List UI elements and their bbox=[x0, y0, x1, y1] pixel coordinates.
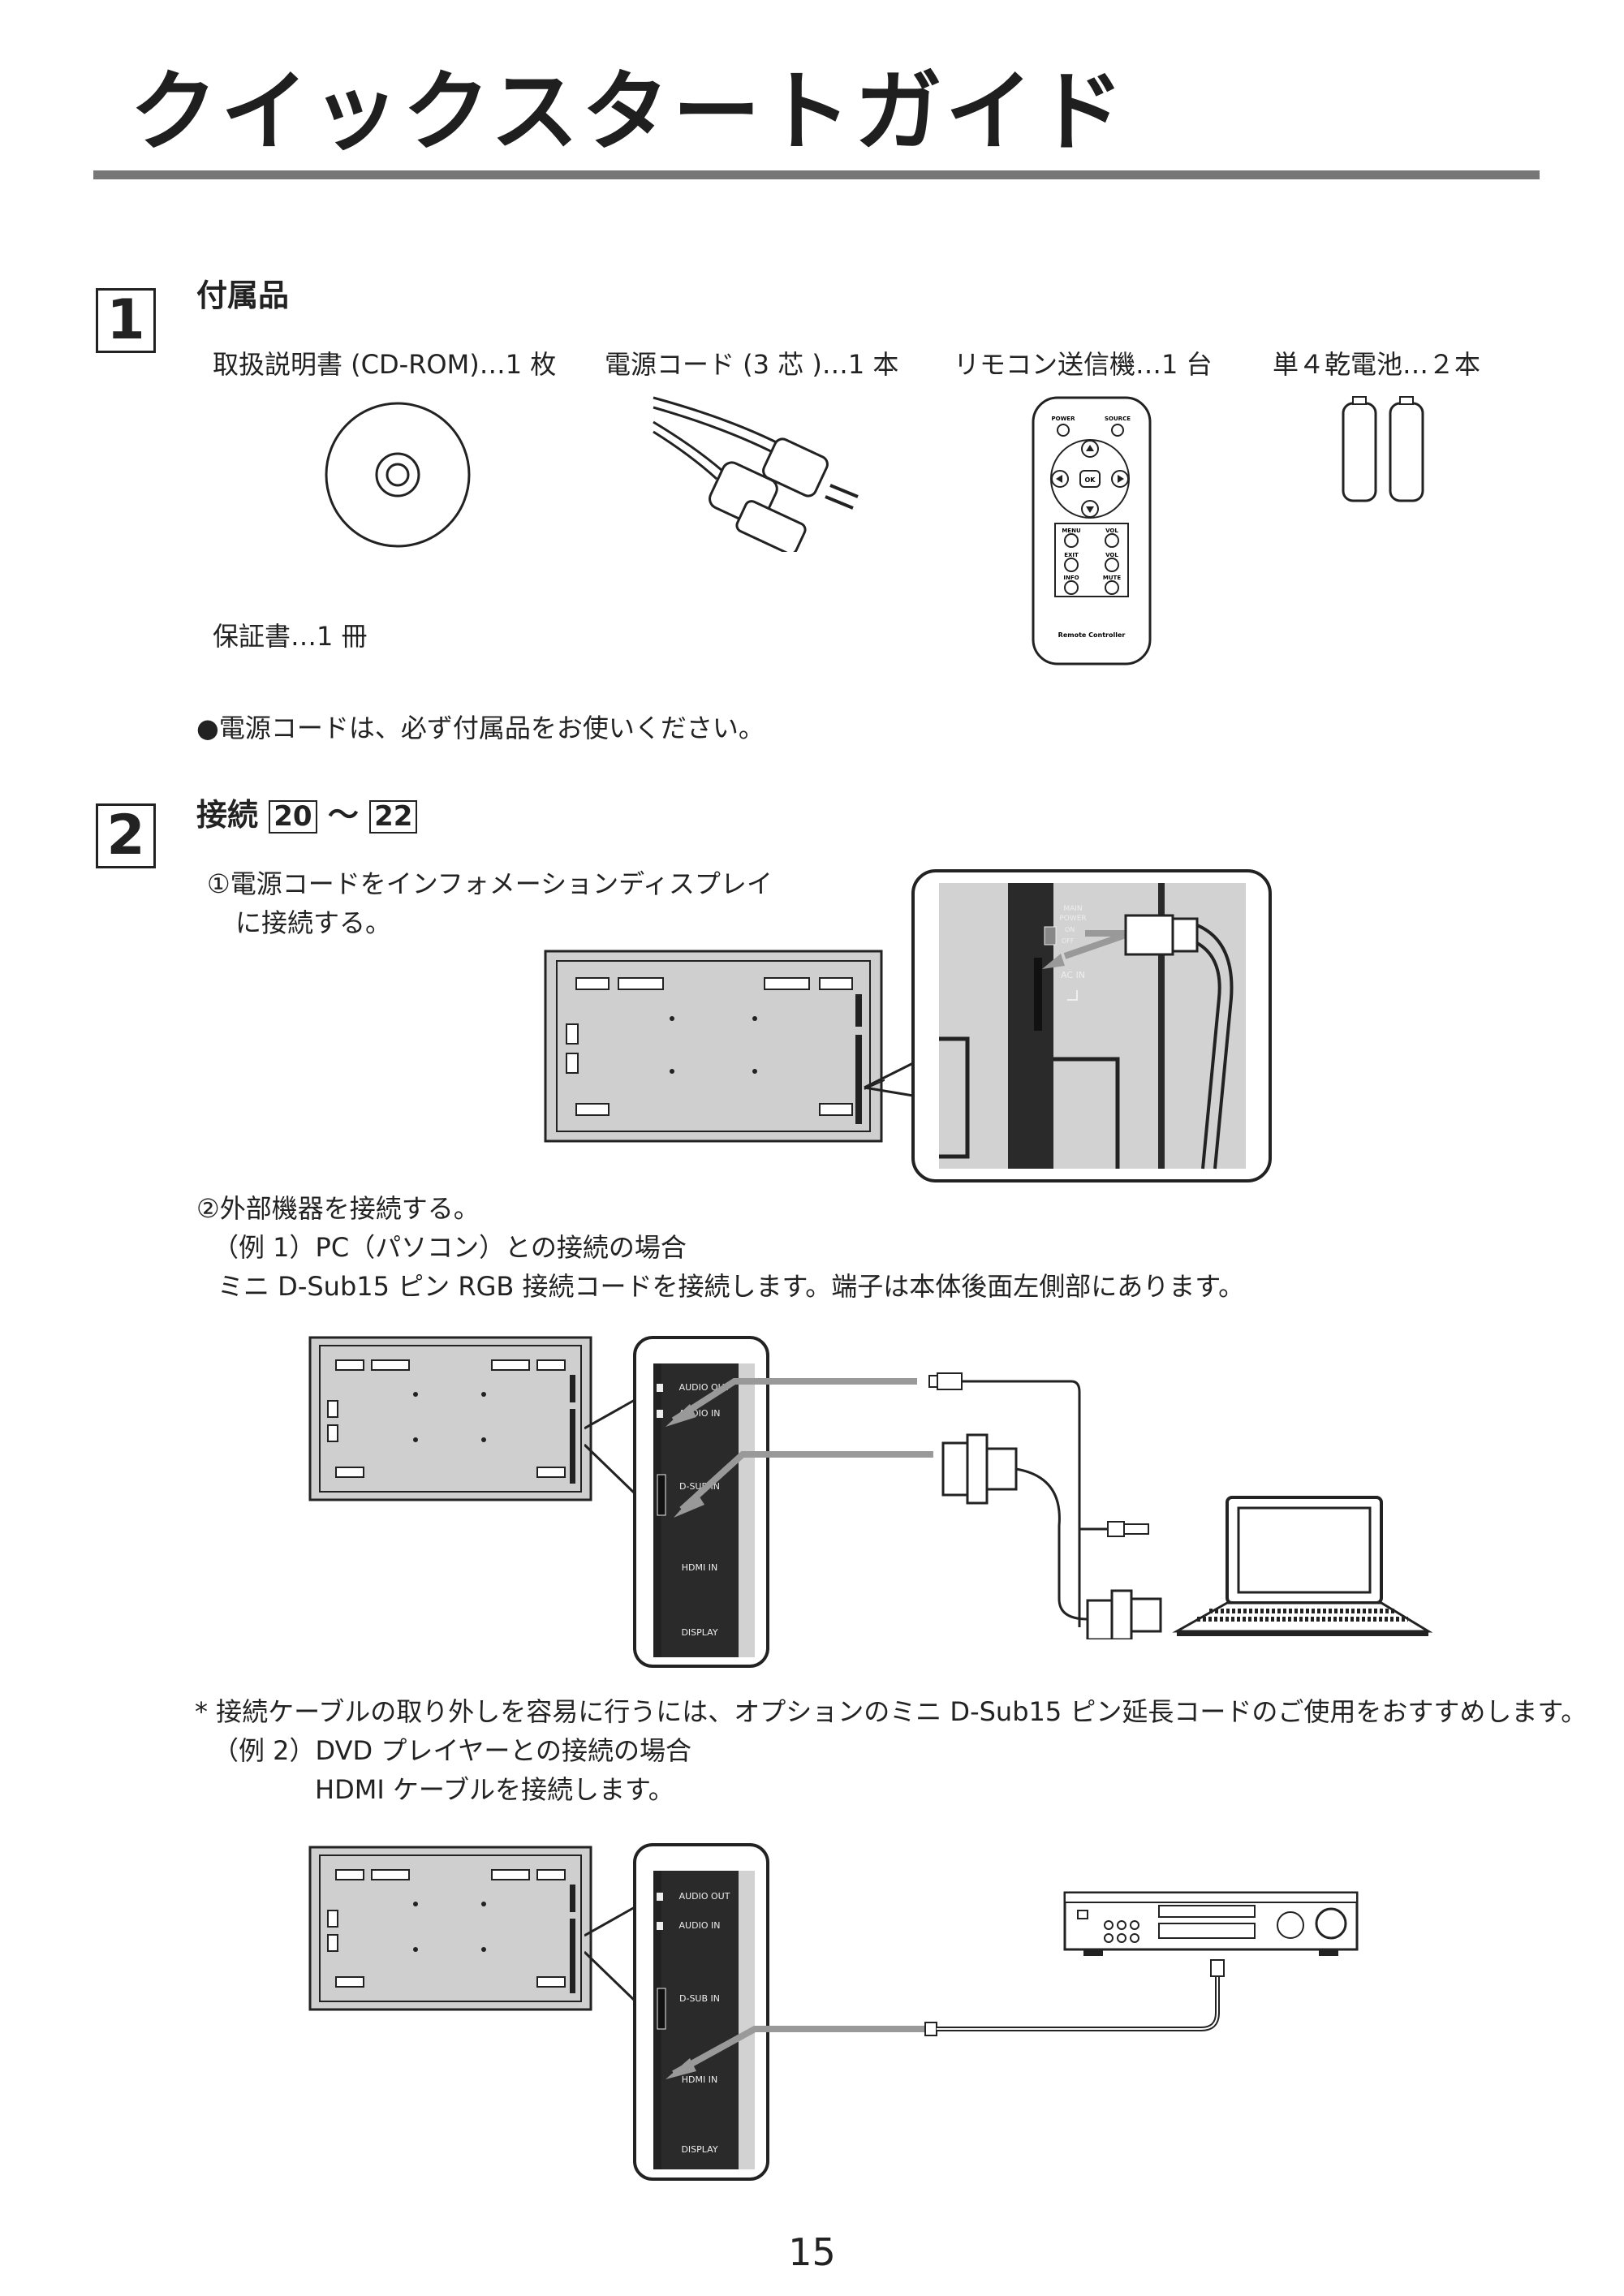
remote-name-label: Remote Controller bbox=[1058, 631, 1126, 639]
remote-vol-label-2: VOL bbox=[1105, 552, 1118, 558]
remote-mute-label: MUTE bbox=[1103, 575, 1121, 581]
page-ref-start: 20 bbox=[269, 800, 317, 834]
step-2-heading-text: 接続 bbox=[196, 797, 259, 833]
remote-exit-label: EXIT bbox=[1064, 552, 1079, 558]
extension-cord-footnote: * 接続ケーブルの取り外しを容易に行うには、オプションのミニ D-Sub15 ピ… bbox=[195, 1696, 1587, 1727]
port-panel-dvd-callout: AUDIO OUT AUDIO IN D-SUB IN HDMI IN DISP… bbox=[584, 1843, 769, 2181]
remote-source-button bbox=[1111, 424, 1124, 437]
callout-pointer bbox=[864, 1062, 914, 1097]
page-ref-separator: ～ bbox=[327, 797, 359, 833]
dvd-connection-cables bbox=[666, 1891, 1359, 2079]
port-hdmi-in-label: HDMI IN bbox=[682, 1562, 717, 1573]
page-ref-end: 22 bbox=[369, 800, 418, 834]
ac-in-zoom-callout: MAIN POWER ON OFF AC IN bbox=[911, 869, 1272, 1182]
switch-off-label: OFF bbox=[1062, 937, 1075, 945]
switch-on-label: ON bbox=[1065, 926, 1075, 933]
port-hdmi-in-label-2: HDMI IN bbox=[682, 2074, 717, 2085]
accessory-remote-label: リモコン送信機…1 台 bbox=[954, 349, 1213, 380]
connect-power-instruction-1: ①電源コードをインフォメーションディスプレイ bbox=[207, 868, 773, 899]
display-rear-power-diagram bbox=[544, 950, 885, 1143]
example-2-heading: （例 2）DVD プレイヤーとの接続の場合 bbox=[213, 1735, 692, 1766]
example-1-heading: （例 1）PC（パソコン）との接続の場合 bbox=[213, 1232, 687, 1263]
warranty-label: 保証書…1 冊 bbox=[213, 621, 368, 652]
remote-vol-label: VOL bbox=[1105, 528, 1118, 534]
main-power-label-1: MAIN bbox=[1063, 905, 1082, 913]
example-1-description: ミニ D-Sub15 ピン RGB 接続コードを接続します。端子は本体後面左側部… bbox=[218, 1271, 1245, 1302]
remote-controller-icon: POWER SOURCE OK MENU VOL EXIT VOL INFO M… bbox=[1032, 396, 1152, 666]
step-1-badge: 1 bbox=[96, 288, 156, 353]
display-rear-pc-diagram bbox=[308, 1336, 592, 1501]
power-cord-icon bbox=[653, 396, 859, 552]
example-2-description: HDMI ケーブルを接続します。 bbox=[315, 1774, 674, 1805]
port-audio-out-label-2: AUDIO OUT bbox=[679, 1891, 730, 1902]
port-audio-in-label-2: AUDIO IN bbox=[679, 1920, 721, 1931]
title-divider bbox=[93, 170, 1540, 179]
connect-power-instruction-2: に接続する。 bbox=[235, 907, 392, 938]
pc-connection-cables bbox=[666, 1372, 1433, 1639]
power-cord-note: ●電源コードは、必ず付属品をお使いください。 bbox=[196, 713, 765, 743]
main-power-label-2: POWER bbox=[1059, 915, 1086, 923]
remote-source-label: SOURCE bbox=[1105, 416, 1131, 422]
connect-external-instruction: ②外部機器を接続する。 bbox=[196, 1193, 480, 1224]
page-number: 15 bbox=[788, 2230, 836, 2274]
port-display-label-2: DISPLAY bbox=[681, 2144, 717, 2155]
remote-ok-label: OK bbox=[1085, 476, 1096, 484]
step-2-heading: 接続 20 ～ 22 bbox=[196, 797, 418, 834]
port-display-label: DISPLAY bbox=[681, 1627, 717, 1638]
remote-menu-label: MENU bbox=[1062, 528, 1081, 534]
step-1-heading: 付属品 bbox=[196, 278, 290, 313]
accessory-power-cord-label: 電源コード (3 芯 )…1 本 bbox=[605, 349, 899, 380]
remote-power-label: POWER bbox=[1052, 416, 1076, 422]
batteries-icon bbox=[1342, 396, 1424, 502]
port-dsub-in-label-2: D-SUB IN bbox=[679, 1993, 720, 2004]
accessory-manual-label: 取扱説明書 (CD-ROM)…1 枚 bbox=[213, 349, 557, 380]
remote-info-label: INFO bbox=[1063, 575, 1079, 581]
remote-power-button bbox=[1057, 424, 1070, 437]
display-rear-dvd-diagram bbox=[308, 1846, 592, 2011]
cd-rom-icon bbox=[325, 402, 471, 548]
accessory-batteries-label: 単４乾電池…２本 bbox=[1273, 349, 1481, 380]
ac-in-label: AC IN bbox=[1061, 970, 1085, 980]
step-2-badge: 2 bbox=[96, 803, 156, 868]
page-title: クイックスタートガイド bbox=[130, 62, 1127, 163]
